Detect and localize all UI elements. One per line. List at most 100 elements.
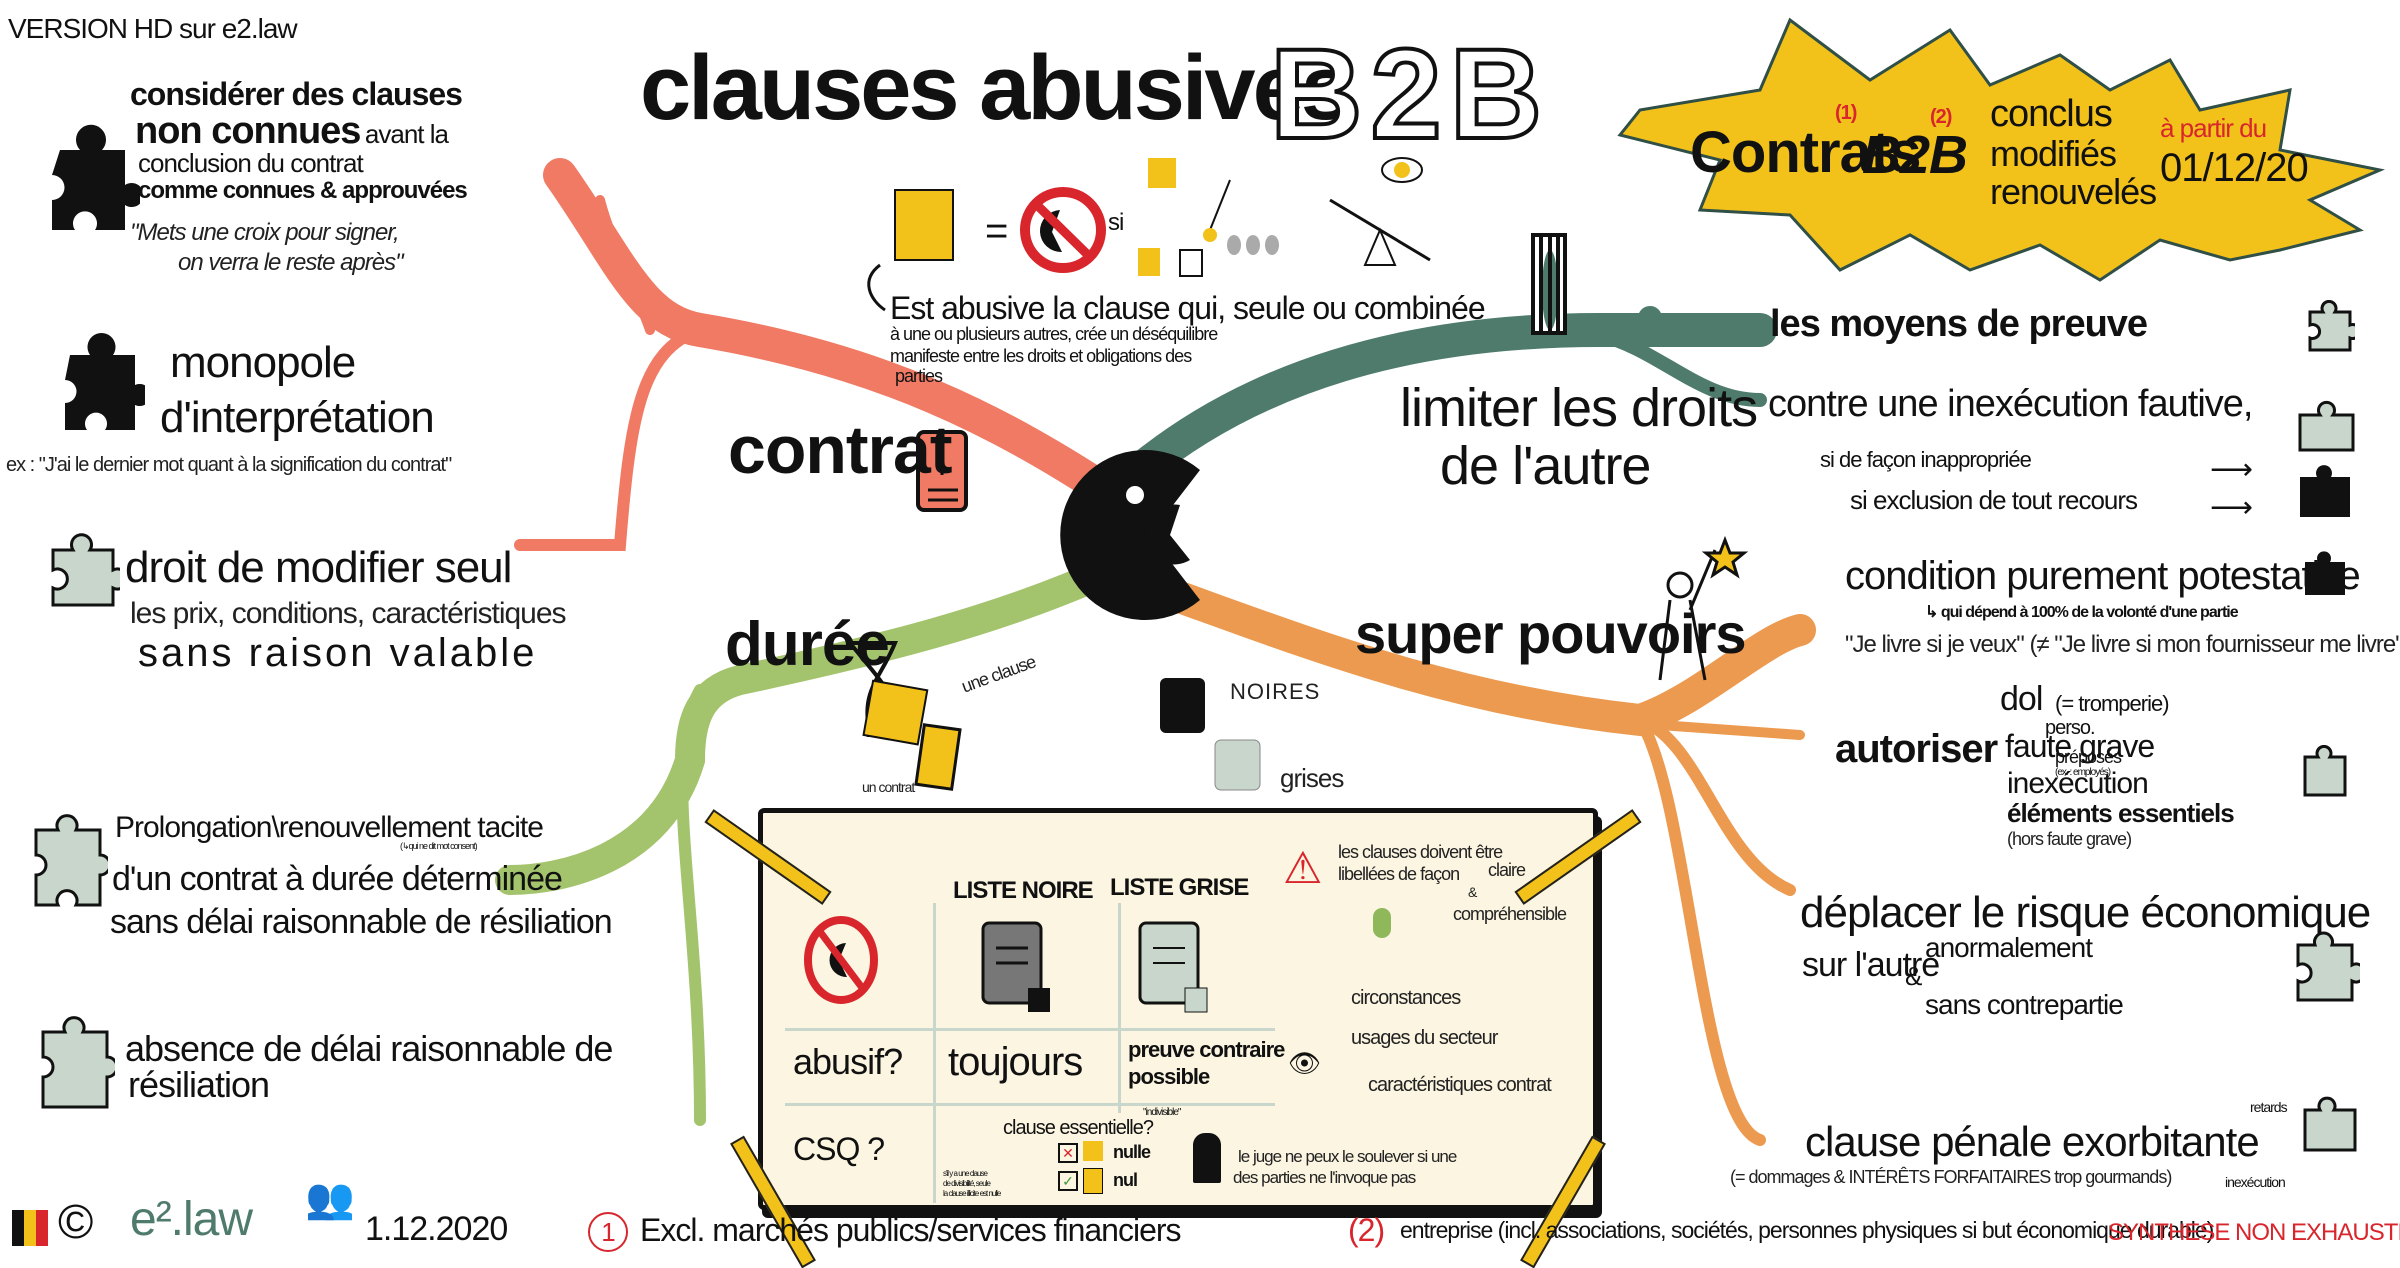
non-connues: non connues: [135, 110, 361, 152]
pacman-icon: [1060, 450, 1200, 620]
quote-dernier-mot: ex : "J'ai le dernier mot quant à la sig…: [6, 454, 452, 476]
item-inexecution-target: inexécution: [2225, 1174, 2286, 1190]
black-list-document-icon: [981, 921, 1050, 1012]
cell-indivisible: "indivisible": [1143, 1107, 1181, 1118]
item-clauses-line-3: conclusion du contrat: [138, 148, 364, 178]
item-autoriser: autoriser: [1835, 727, 1998, 771]
definition-main: Est abusive la clause qui, seule ou comb…: [890, 290, 1486, 326]
branch-super-sub1: [1634, 714, 1796, 896]
branch-contrat-sub2: [595, 195, 655, 335]
branch-duree-sub: [676, 684, 706, 1126]
scope-from-label: à partir du: [2160, 113, 2267, 143]
grey-puzzle-icon: [34, 814, 108, 907]
item-clauses-non-connues-2: non connues avant la: [135, 110, 449, 152]
legend-grises: grises: [1280, 763, 1344, 793]
item-potestative-title: condition purement potestative: [1845, 554, 2361, 598]
item-elements-essentiels: éléments essentiels: [2007, 798, 2235, 828]
grey-list-document-icon: [1138, 921, 1208, 1013]
divisibilite-2: de divisibilité, seule: [943, 1179, 991, 1188]
scope-b2b: B2B: [1862, 125, 1968, 185]
definition-equals: =: [985, 209, 1008, 253]
juge-1: le juge ne peux le soulever si une: [1238, 1147, 1457, 1166]
legend-clause-puzzle: [862, 679, 929, 746]
legend-grey-puzzle: [1214, 739, 1261, 791]
quote-croix-1: "Mets une croix pour signer,: [130, 219, 400, 246]
item-deplacer-1: déplacer le risque économique: [1800, 888, 2371, 937]
legend-un-contrat: un contrat: [862, 779, 915, 795]
item-prolongation-note: (↳qui ne dit mot consent): [400, 841, 478, 851]
scope-contracts: Contrats: [1690, 120, 1921, 185]
item-prolongation-3: sans délai raisonnable de résiliation: [110, 903, 613, 941]
scope-box: Contrats (1) B2B (2) conclus modifiés re…: [1690, 93, 2330, 215]
yellow-puzzle-icon: [1083, 1141, 1103, 1161]
juge-2: des parties ne l'invoque pas: [1233, 1168, 1416, 1187]
item-deplacer-2: sur l'autre: [1802, 946, 1940, 984]
cell-toujours: toujours: [948, 1040, 1083, 1084]
item-potestative-quote: "Je livre si je veux" (≠ "Je livre si mo…: [1845, 631, 2400, 658]
footer-date: 1.12.2020: [365, 1210, 508, 1248]
grey-puzzle-icon: [2308, 300, 2355, 352]
item-dol: dol: [2000, 680, 2043, 718]
item-anormalement: anormalement: [1925, 932, 2093, 963]
definition-line-2: manifeste entre les droits et obligation…: [890, 346, 1192, 366]
divisibilite-1: s'il y a une clause: [943, 1169, 988, 1178]
branch-label-super-pouvoirs: super pouvoirs: [1355, 602, 1747, 665]
clarity-claire: claire: [1488, 860, 1526, 880]
prohibited-pacman-icon: [804, 916, 878, 1004]
item-deplacer-and: &: [1905, 961, 1922, 991]
item-modifier-2: les prix, conditions, caractéristiques: [130, 597, 567, 630]
eye-icon: 👁: [1288, 1048, 1322, 1078]
arrow-right-icon: ⟶: [2210, 453, 2254, 486]
cactus-icon: [1373, 908, 1391, 938]
item-hors-faute-grave: (hors faute grave): [2007, 829, 2132, 849]
item-absence-delai-2: résiliation: [128, 1064, 270, 1105]
definition-line-3: parties: [895, 366, 943, 386]
item-sans-contrepartie: sans contrepartie: [1925, 989, 2124, 1020]
copyright-symbol: ©: [58, 1196, 93, 1249]
branch-super: [1144, 574, 1816, 737]
checkbox-yes-icon: ✓: [1058, 1171, 1078, 1191]
footnote-2-marker: (2): [1348, 1212, 1385, 1248]
item-clauses-non-connues-1: considérer des clauses: [130, 76, 463, 112]
cell-nul: nul: [1113, 1170, 1138, 1190]
cell-clause-essentielle: clause essentielle?: [1003, 1117, 1154, 1139]
item-retards: retards: [2250, 1099, 2288, 1115]
scope-state-modifies: modifiés: [1990, 133, 2117, 174]
footnote-1: Excl. marchés publics/services financier…: [640, 1212, 1182, 1248]
legend-black-puzzle: [1160, 678, 1205, 733]
clarity-1: les clauses doivent être: [1338, 842, 1503, 862]
footnote-1-marker: 1: [588, 1212, 628, 1252]
grey-puzzle-icon: [2303, 745, 2347, 797]
brand-logo: e².law: [130, 1193, 253, 1246]
grey-puzzle-icon: [2296, 931, 2360, 1002]
item-prolongation-1: Prolongation\renouvellement tacite: [115, 811, 544, 844]
branch-label-limiter-2: de l'autre: [1440, 436, 1651, 496]
scope-state-conclus: conclus: [1990, 93, 2113, 135]
clarity-and: &: [1468, 884, 1477, 900]
footnote-2: entreprise (incl. associations, sociétés…: [1400, 1217, 2214, 1243]
black-puzzle-icon: [2305, 551, 2345, 595]
definition-illustration: [867, 157, 1431, 312]
legend-contract-card: [914, 723, 962, 791]
footnote-2-ref: (2): [1930, 106, 1952, 128]
item-modifier-3: sans raison valable: [138, 631, 538, 675]
item-prolongation-2: d'un contrat à durée déterminée: [112, 860, 563, 898]
summary-board: LISTE NOIRE LISTE GRISE abusif? toujours…: [758, 808, 1598, 1210]
item-potestative-sub: ↳ qui dépend à 100% de la volonté d'une …: [1925, 604, 2239, 621]
clarity-2: libellées de façon: [1338, 864, 1460, 884]
scope-state-renouveles: renouvelés: [1990, 171, 2157, 212]
grey-puzzle-icon: [2298, 400, 2355, 452]
col-liste-grise: LISTE GRISE: [1110, 874, 1249, 901]
divisibilite-3: la clause illicite est nulle: [943, 1189, 1001, 1198]
item-absence-delai-1: absence de délai raisonnable de: [125, 1028, 613, 1069]
title-b2b: B2B: [1268, 23, 1551, 166]
branch-contrat: [543, 158, 1137, 517]
branch-label-contrat: contrat: [728, 412, 952, 488]
cell-preuve-2: possible: [1128, 1064, 1210, 1089]
version-note: VERSION HD sur e2.law: [8, 13, 298, 44]
judge-icon: [1193, 1133, 1221, 1183]
black-puzzle-icon: [2300, 465, 2350, 517]
item-clause-penale-sub: (= dommages & INTÉRÊTS FORFAITAIRES trop…: [1730, 1167, 2172, 1187]
black-puzzle-icon: [65, 333, 145, 430]
